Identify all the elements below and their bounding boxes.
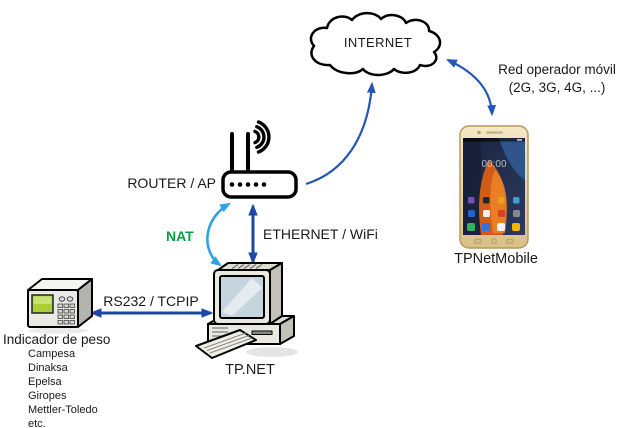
mobile-label: TPNetMobile bbox=[454, 251, 538, 267]
internet-label: INTERNET bbox=[343, 34, 413, 50]
router-label: ROUTER / AP bbox=[127, 175, 216, 191]
pc-monitor bbox=[213, 262, 283, 325]
phone-app-icons bbox=[467, 197, 520, 231]
router-body bbox=[221, 170, 298, 199]
brand-item: etc. bbox=[28, 418, 46, 428]
indicator-keypad bbox=[57, 303, 75, 325]
indicator-label: Indicador de peso bbox=[3, 332, 111, 347]
phone-nav-buttons bbox=[474, 238, 514, 245]
phone-speaker bbox=[486, 131, 503, 134]
indicator-brand-list: Campesa Dinaksa Epelsa Giropes Mettler-T… bbox=[28, 347, 98, 428]
rs232-label: RS232 / TCPIP bbox=[103, 293, 199, 309]
router-leds bbox=[229, 182, 267, 187]
brand-item: Mettler-Toledo bbox=[28, 404, 98, 416]
internet-cloud-icon bbox=[309, 11, 442, 77]
brand-item: Giropes bbox=[28, 390, 67, 402]
weight-indicator-icon bbox=[27, 278, 93, 334]
arrow-nat bbox=[206, 202, 231, 267]
nat-label: NAT bbox=[166, 228, 194, 244]
pc-label: TP.NET bbox=[225, 362, 275, 378]
phone-camera-dot bbox=[477, 130, 481, 135]
phone-clock: 00:00 bbox=[481, 159, 506, 170]
pc-shadow bbox=[246, 347, 298, 357]
mobile-network-line2: (2G, 3G, 4G, ...) bbox=[508, 79, 606, 95]
ethernet-label: ETHERNET / WiFi bbox=[263, 226, 378, 242]
arrow-router-to-internet bbox=[305, 81, 376, 186]
brand-item: Dinaksa bbox=[28, 362, 68, 374]
brand-item: Epelsa bbox=[28, 376, 62, 388]
brand-item: Campesa bbox=[28, 348, 76, 360]
arrow-internet-mobile bbox=[446, 59, 496, 117]
pc-keyboard bbox=[195, 329, 257, 359]
mobile-network-line1: Red operador móvil bbox=[498, 62, 616, 77]
router-icon bbox=[221, 120, 298, 199]
smartphone-icon: 00:00 bbox=[459, 125, 529, 249]
indicator-buttons bbox=[58, 296, 74, 302]
wifi-waves-icon bbox=[253, 120, 271, 154]
desktop-pc-icon bbox=[195, 262, 298, 359]
indicator-screen-glare bbox=[33, 296, 52, 304]
mobile-network-label: Red operador móvil (2G, 3G, 4G, ...) bbox=[484, 61, 629, 96]
phone-screen: 00:00 bbox=[463, 138, 525, 235]
indicator-shadow bbox=[28, 327, 88, 334]
